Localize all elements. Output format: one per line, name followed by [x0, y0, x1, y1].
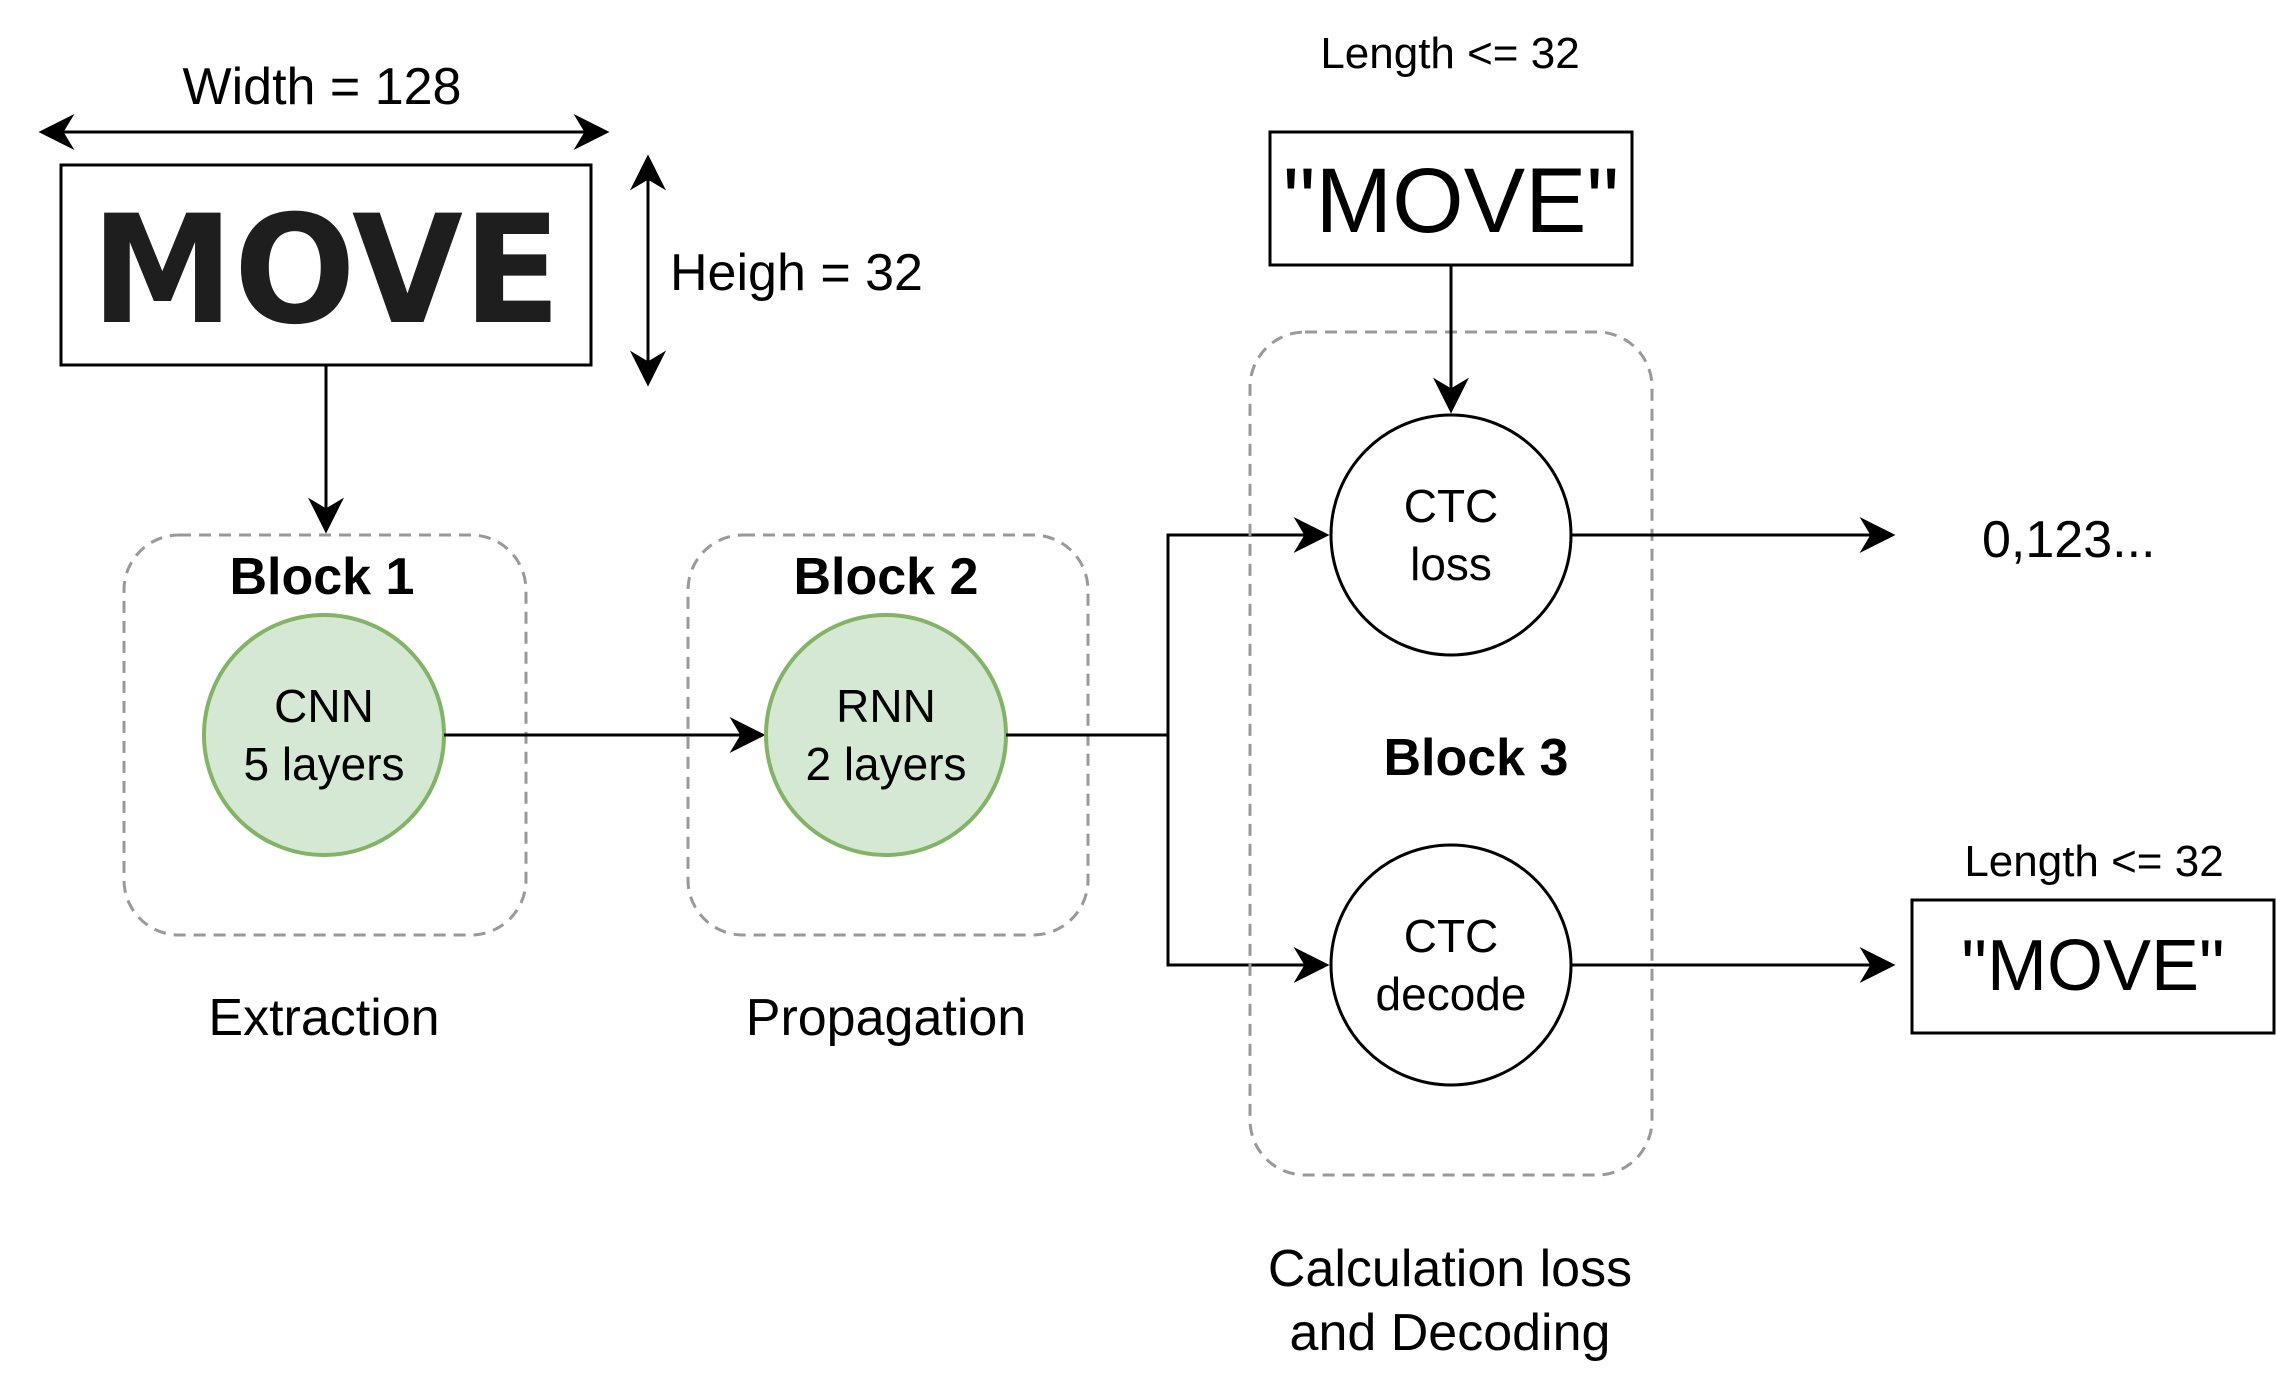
output-label-text: "MOVE" — [1961, 926, 2224, 1006]
ctc-loss-line2: loss — [1410, 538, 1492, 590]
rnn-node-line1: RNN — [836, 680, 936, 732]
height-label: Heigh = 32 — [670, 244, 923, 302]
width-label: Width = 128 — [183, 58, 462, 116]
block1-caption: Extraction — [208, 989, 439, 1047]
block3-title: Block 3 — [1384, 729, 1569, 787]
ctc-loss-line1: CTC — [1404, 480, 1499, 532]
cnn-node — [202, 613, 446, 857]
block3-caption-line2: and Decoding — [1290, 1304, 1611, 1362]
block2-title: Block 2 — [794, 548, 979, 606]
output-label-box — [1910, 898, 2276, 1035]
handwritten-word-image: MOVE — [91, 184, 561, 358]
target-label-box — [1268, 130, 1634, 267]
target-label-text: "MOVE" — [1283, 150, 1619, 252]
block3-caption-line1: Calculation loss — [1268, 1240, 1632, 1298]
cnn-node-line2: 5 layers — [243, 738, 404, 790]
block1-title: Block 1 — [230, 548, 415, 606]
ctc-loss-node — [1329, 413, 1573, 657]
ctc-loss-output: 0,123... — [1982, 511, 2155, 569]
ctc-decode-line1: CTC — [1404, 910, 1499, 962]
block2-caption: Propagation — [746, 989, 1026, 1047]
arrow-split-to-ctc-loss — [1166, 517, 1330, 735]
ctc-decode-line2: decode — [1376, 968, 1527, 1020]
arrow-split-to-ctc-decode — [1166, 735, 1330, 983]
rnn-node — [764, 613, 1008, 857]
ctc-decode-node — [1329, 843, 1573, 1087]
target-length-label: Length <= 32 — [1320, 29, 1579, 78]
rnn-node-line2: 2 layers — [805, 738, 966, 790]
cnn-node-line1: CNN — [274, 680, 374, 732]
output-length-label: Length <= 32 — [1964, 837, 2223, 886]
